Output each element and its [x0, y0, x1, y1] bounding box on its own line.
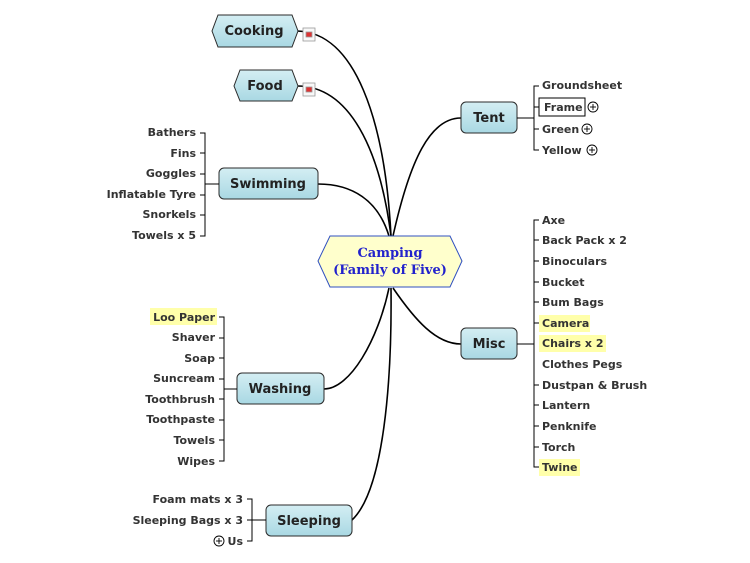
highlight [539, 335, 606, 352]
list-item: Axe [542, 214, 565, 227]
expand-icon[interactable] [587, 101, 599, 113]
washing-items: Loo Paper Shaver Soap Suncream Toothbrus… [145, 311, 215, 468]
connector-cooking [296, 30, 392, 237]
expand-icon[interactable] [586, 144, 598, 156]
list-item: Camera [542, 317, 589, 330]
topic-sleeping-label: Sleeping [277, 514, 341, 529]
sleeping-bracket [247, 498, 266, 542]
list-item: Inflatable Tyre [107, 188, 196, 201]
list-item: Bucket [542, 276, 584, 289]
list-item: Frame [544, 101, 583, 114]
topic-misc-label: Misc [473, 337, 506, 352]
list-item: Fins [170, 147, 196, 160]
swimming-items: Bathers Fins Goggles Inflatable Tyre Sno… [107, 126, 197, 242]
swimming-bracket [200, 132, 219, 237]
topic-cooking[interactable]: Cooking [211, 14, 299, 48]
list-item: Groundsheet [542, 79, 622, 92]
note-icon[interactable] [302, 82, 316, 97]
list-item: Clothes Pegs [542, 358, 623, 371]
list-item: Goggles [146, 167, 197, 180]
list-item: Towels x 5 [132, 229, 196, 242]
list-item: Twine [542, 461, 578, 474]
connector-washing [323, 287, 390, 390]
list-item: Toothpaste [146, 413, 215, 426]
list-item: Toothbrush [145, 393, 215, 406]
topic-swimming[interactable]: Swimming [218, 167, 319, 200]
central-topic[interactable]: Camping (Family of Five) [317, 235, 463, 288]
list-item: Bathers [148, 126, 197, 139]
list-item: Snorkels [142, 208, 196, 221]
list-item: Bum Bags [542, 296, 604, 309]
tent-bracket [517, 85, 539, 151]
connector-tent [392, 117, 462, 237]
list-item: Suncream [153, 372, 215, 385]
list-item: Soap [184, 352, 215, 365]
list-item: Penknife [542, 420, 597, 433]
topic-swimming-label: Swimming [230, 177, 306, 192]
list-item: Loo Paper [153, 311, 215, 324]
list-item: Chairs x 2 [542, 337, 603, 350]
expand-icon[interactable] [213, 535, 225, 547]
list-item: Binoculars [542, 255, 608, 268]
highlight [150, 308, 217, 325]
list-item: Shaver [172, 331, 216, 344]
topic-tent-label: Tent [473, 111, 504, 126]
list-item: Yellow [541, 144, 582, 157]
connector-swimming [317, 183, 390, 237]
list-item: Green [542, 123, 579, 136]
central-subtitle: (Family of Five) [333, 263, 447, 278]
topic-cooking-label: Cooking [224, 24, 283, 39]
list-item: Back Pack x 2 [542, 234, 627, 247]
highlight [539, 315, 590, 332]
expand-icon[interactable] [581, 123, 593, 135]
list-item: Sleeping Bags x 3 [133, 514, 243, 527]
topic-washing[interactable]: Washing [236, 372, 325, 405]
topic-food-label: Food [247, 79, 283, 94]
connector-misc [392, 287, 462, 345]
topic-washing-label: Washing [249, 382, 312, 397]
connector-food [296, 85, 392, 237]
misc-items: Axe Back Pack x 2 Binoculars Bucket Bum … [542, 214, 647, 474]
list-item: Torch [542, 441, 575, 454]
washing-bracket [219, 316, 237, 462]
topic-tent[interactable]: Tent [460, 101, 518, 134]
topic-food[interactable]: Food [233, 69, 299, 102]
list-item: Wipes [177, 455, 215, 468]
list-item: Towels [173, 434, 215, 447]
connectors [296, 30, 462, 521]
misc-bracket [517, 219, 539, 468]
list-item: Us [228, 535, 244, 548]
list-item: Lantern [542, 399, 590, 412]
topic-misc[interactable]: Misc [460, 327, 518, 360]
list-item: Dustpan & Brush [542, 379, 647, 392]
list-item: Foam mats x 3 [153, 493, 243, 506]
tent-items: Groundsheet Frame Green Yellow [541, 79, 622, 157]
central-title: Camping [357, 246, 422, 261]
note-icon[interactable] [302, 27, 316, 42]
topic-sleeping[interactable]: Sleeping [265, 504, 353, 537]
highlight [539, 459, 580, 476]
selected-item-box[interactable] [538, 97, 586, 117]
connector-sleeping [351, 287, 392, 521]
sleeping-items: Foam mats x 3 Sleeping Bags x 3 Us [133, 493, 244, 548]
